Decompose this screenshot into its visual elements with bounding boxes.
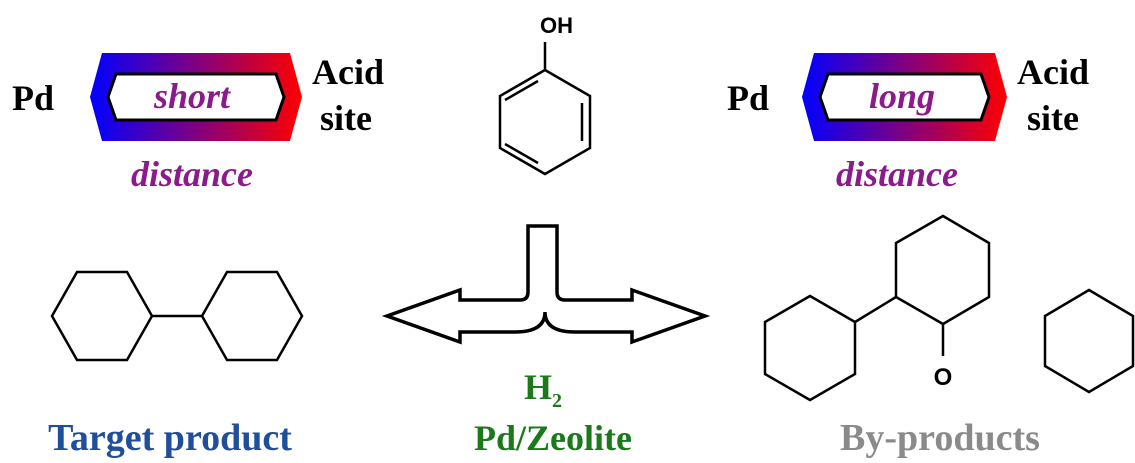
right-site-group: Pd long Acid site distance xyxy=(727,52,1089,194)
left-inner-bar xyxy=(106,72,286,122)
cyclohexane-molecule xyxy=(1043,288,1135,394)
target-product-label: Target product xyxy=(48,417,292,459)
bicyclohexyl-molecule xyxy=(50,270,304,362)
left-bar-label: short xyxy=(153,76,231,116)
cyclohexane-ring xyxy=(1043,288,1135,394)
left-site-group: Pd short Acid site distance xyxy=(12,52,384,194)
right-pd-label: Pd xyxy=(727,78,769,118)
right-inner-bar xyxy=(818,72,991,122)
reaction-conditions: H2 Pd/Zeolite xyxy=(474,367,632,458)
right-bar-label: long xyxy=(869,76,935,116)
phenol-oh-label: OH xyxy=(540,13,573,38)
bicyclohexyl-ring-right xyxy=(200,270,304,362)
cyclohexyl-link-bond xyxy=(854,295,897,324)
cyclohexyl-ring xyxy=(763,294,857,402)
byproducts-label: By-products xyxy=(840,417,1040,459)
bicyclohexyl-ring-left xyxy=(50,270,154,362)
left-pd-label: Pd xyxy=(12,78,54,118)
carbonyl-oxygen-label: O xyxy=(934,364,953,391)
left-distance-label: distance xyxy=(131,154,253,194)
h2-label: H2 xyxy=(524,367,562,412)
catalyst-label: Pd/Zeolite xyxy=(474,418,632,458)
right-site-label: site xyxy=(1027,98,1079,138)
left-site-label: site xyxy=(320,98,372,138)
cyclohexylcyclohexanone-molecule: O xyxy=(763,214,991,402)
right-distance-label: distance xyxy=(836,154,958,194)
phenol-double-bond-3 xyxy=(504,79,539,102)
forked-reaction-arrow xyxy=(381,224,711,345)
phenol-ring xyxy=(498,68,592,176)
phenol-molecule: OH xyxy=(498,13,592,176)
right-acid-label: Acid xyxy=(1017,52,1089,92)
cyclohexanone-ring xyxy=(894,214,991,326)
phenol-double-bond-2 xyxy=(504,142,539,165)
left-acid-label: Acid xyxy=(312,52,384,92)
